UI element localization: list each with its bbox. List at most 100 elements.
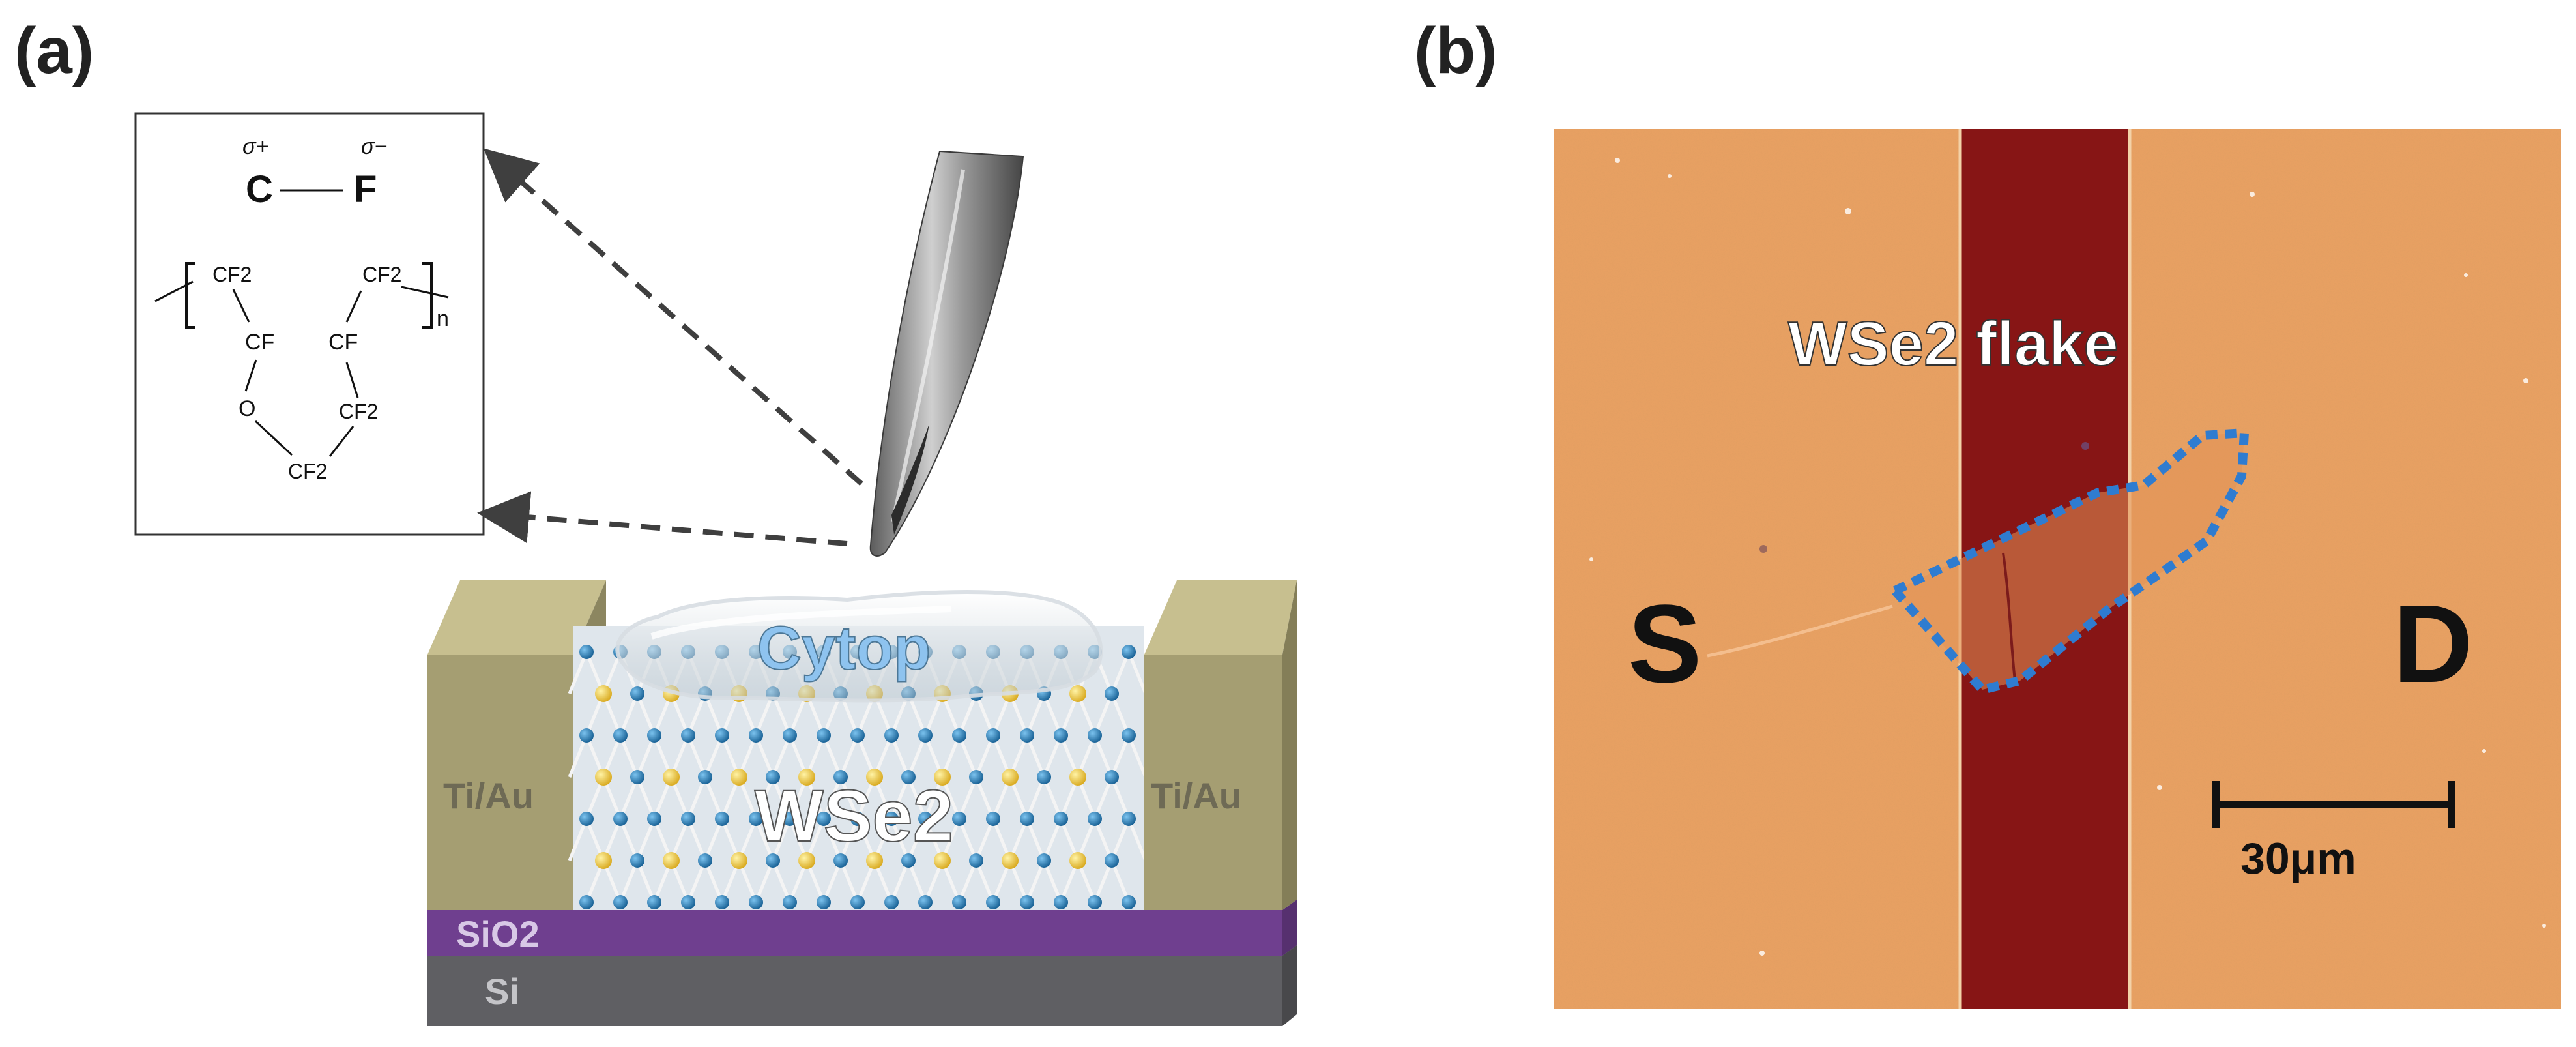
selenium-atom xyxy=(850,812,865,826)
left-contact-label: Ti/Au xyxy=(443,775,534,816)
lattice-bond xyxy=(686,693,707,736)
selenium-atom xyxy=(969,770,983,784)
lattice-bond xyxy=(1127,735,1148,778)
tungsten-atom xyxy=(663,769,680,786)
right-contact xyxy=(1144,655,1282,910)
lattice-bond xyxy=(839,776,860,819)
bond-cf2-cf2 xyxy=(328,426,355,457)
selenium-atom xyxy=(1037,853,1051,868)
dashed-arrow-lower xyxy=(477,491,848,546)
selenium-atom xyxy=(579,812,594,826)
si-label: Si xyxy=(485,971,519,1012)
tungsten-atom xyxy=(1069,685,1086,702)
lattice-bond xyxy=(703,776,724,819)
selenium-atom xyxy=(952,812,966,826)
repeat-n-text: n xyxy=(437,306,449,331)
selenium-atom xyxy=(952,728,966,743)
cf2-right-lower-text: CF2 xyxy=(339,400,378,423)
selenium-atom xyxy=(1020,728,1034,743)
selenium-atom xyxy=(783,728,797,743)
molecule-frame xyxy=(134,112,485,536)
lattice-bond xyxy=(771,860,792,903)
selenium-atom xyxy=(986,728,1000,743)
lattice-bond xyxy=(686,860,707,903)
lattice-bond xyxy=(1093,735,1114,778)
selenium-atom xyxy=(1037,770,1051,784)
selenium-atom xyxy=(986,812,1000,826)
selenium-atom xyxy=(715,895,729,909)
lattice-bond xyxy=(974,818,995,861)
bond-cf-cf2-top xyxy=(345,290,362,323)
tungsten-atom xyxy=(866,852,883,869)
lattice-bond xyxy=(822,735,843,778)
cf2-top-left-text: CF2 xyxy=(212,263,252,286)
si-substrate xyxy=(427,956,1282,1026)
lattice-bond xyxy=(957,860,978,903)
lattice-bond xyxy=(686,776,707,819)
selenium-atom xyxy=(579,645,594,659)
bond-cf2-cf-left xyxy=(232,289,250,323)
selenium-atom xyxy=(1088,728,1102,743)
lattice-bond xyxy=(1110,818,1131,861)
tungsten-atom xyxy=(1002,769,1019,786)
lattice-bond xyxy=(957,776,978,819)
selenium-atom xyxy=(613,895,628,909)
right-bracket xyxy=(422,262,433,329)
right-contact-side xyxy=(1282,580,1297,910)
lattice-bond xyxy=(1110,651,1131,694)
lattice-bond xyxy=(686,818,707,861)
tungsten-atom xyxy=(798,852,815,869)
tungsten-atom xyxy=(934,852,951,869)
selenium-atom xyxy=(579,728,594,743)
wse2-flake-outline xyxy=(1890,428,2249,694)
lattice-bond xyxy=(703,860,724,903)
tungsten-atom xyxy=(731,852,747,869)
selenium-atom xyxy=(681,895,695,909)
lattice-bond xyxy=(635,776,656,819)
selenium-atom xyxy=(1020,812,1034,826)
lattice-bond xyxy=(635,735,656,778)
oxygen-text: O xyxy=(239,396,255,421)
lattice-bond xyxy=(1110,776,1131,819)
wse2-flake-region xyxy=(1895,433,2244,690)
lattice-bond xyxy=(1042,693,1063,736)
drain-label: D xyxy=(2393,582,2473,706)
lattice-bond xyxy=(906,818,927,861)
dispensing-needle xyxy=(869,150,1024,557)
lattice-bond xyxy=(974,776,995,819)
selenium-atom xyxy=(918,728,933,743)
lattice-bond xyxy=(839,735,860,778)
selenium-atom xyxy=(647,812,661,826)
lattice-bond xyxy=(1042,818,1063,861)
selenium-atom xyxy=(647,895,661,909)
lattice-bond xyxy=(906,776,927,819)
dust-specks xyxy=(1589,158,2546,956)
lattice-bond xyxy=(1025,860,1046,903)
device-stack: Cytop WSe2 Ti/Au Ti/Au SiO2 Si xyxy=(427,580,1297,1026)
bond-cf-cf2-right xyxy=(345,362,359,398)
selenium-atom xyxy=(1122,812,1136,826)
right-contact-top xyxy=(1144,580,1297,655)
selenium-atom xyxy=(884,812,899,826)
selenium-atom xyxy=(630,770,644,784)
selenium-atom xyxy=(901,770,916,784)
selenium-atom xyxy=(833,770,848,784)
tungsten-atom xyxy=(595,852,612,869)
lattice-bond xyxy=(568,651,588,694)
selenium-atom xyxy=(613,812,628,826)
lattice-bond xyxy=(890,818,910,861)
cytop-highlight xyxy=(650,606,952,640)
lattice-bond xyxy=(568,735,588,778)
selenium-atom xyxy=(766,853,780,868)
selenium-atom xyxy=(969,853,983,868)
lattice-bond xyxy=(1110,860,1131,903)
flake-label: WSe2 flake xyxy=(1788,309,2119,379)
lattice-bond xyxy=(568,818,588,861)
selenium-atom xyxy=(766,770,780,784)
cytop-label: Cytop xyxy=(757,613,931,682)
selenium-atom xyxy=(579,895,594,909)
carbon-atom-text: C xyxy=(246,168,273,211)
left-bracket xyxy=(185,262,195,329)
selenium-atom xyxy=(918,895,933,909)
left-contact-top xyxy=(427,580,606,655)
